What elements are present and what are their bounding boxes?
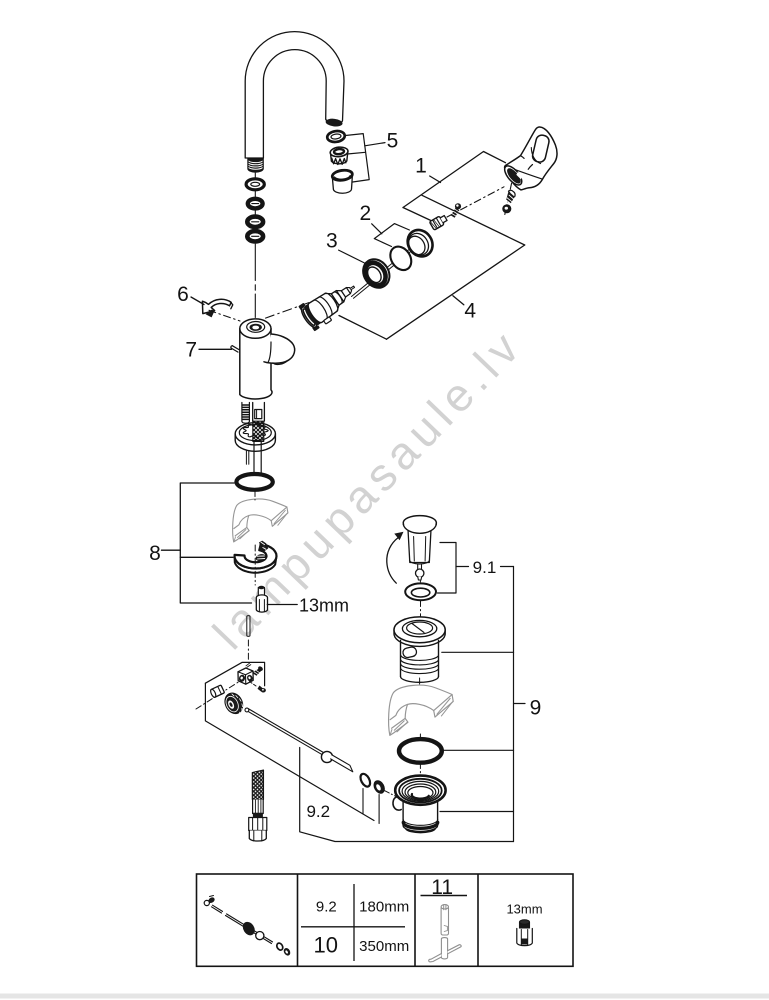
svg-text:2: 2 [360,202,372,225]
svg-text:180mm: 180mm [359,899,409,916]
svg-text:350mm: 350mm [359,938,409,955]
svg-text:7: 7 [185,339,197,362]
svg-text:6: 6 [177,283,189,306]
svg-text:8: 8 [149,542,161,565]
svg-text:9: 9 [530,697,542,720]
svg-text:13mm: 13mm [506,902,542,917]
svg-text:1: 1 [415,155,427,178]
svg-text:5: 5 [387,130,399,153]
svg-text:4: 4 [464,300,476,323]
svg-text:13mm: 13mm [299,596,349,616]
svg-text:9.2: 9.2 [316,899,337,916]
svg-text:9.1: 9.1 [473,558,497,577]
svg-text:10: 10 [314,932,338,957]
svg-text:3: 3 [326,229,338,252]
svg-text:9.2: 9.2 [306,802,330,821]
svg-text:11: 11 [431,876,453,899]
